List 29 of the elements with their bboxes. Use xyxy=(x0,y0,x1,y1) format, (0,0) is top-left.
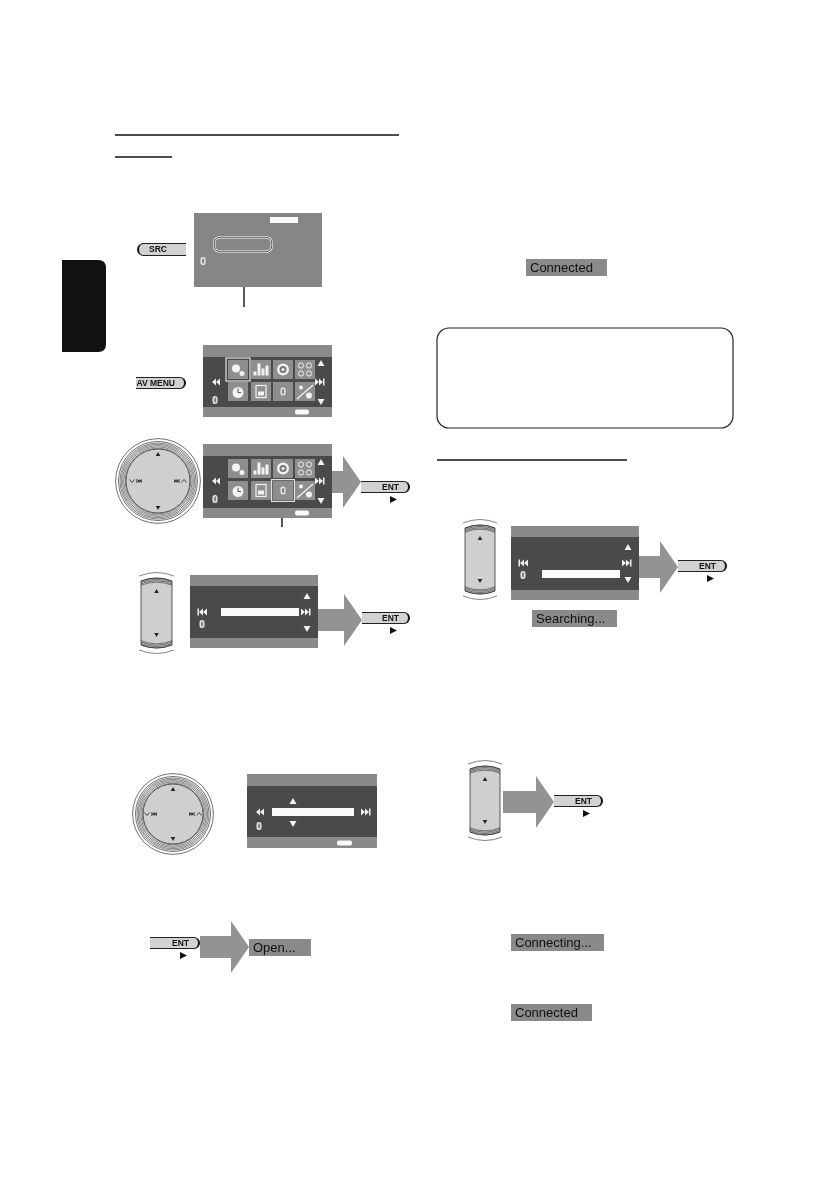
control-dial xyxy=(132,773,214,855)
enter-button: ENT xyxy=(150,937,200,949)
side-tab xyxy=(62,260,106,352)
display-screen xyxy=(247,774,377,848)
status-message: Connecting... xyxy=(511,934,604,951)
display-screen xyxy=(190,575,318,648)
source-button: SRC xyxy=(137,243,186,256)
block-arrow xyxy=(318,594,362,646)
status-message: Open... xyxy=(249,939,311,956)
display-screen xyxy=(511,526,639,600)
enter-button: ENT xyxy=(554,795,603,807)
status-message: Searching... xyxy=(532,610,617,627)
status-message: Connected xyxy=(511,1004,592,1021)
rocker-switch xyxy=(462,518,498,601)
enter-button: ENT xyxy=(361,481,410,493)
control-dial xyxy=(115,438,201,524)
status-message: Connected xyxy=(526,259,607,276)
display-screen xyxy=(203,345,332,417)
block-arrow xyxy=(503,776,554,828)
selection-frame xyxy=(271,479,295,502)
highlight-frame xyxy=(213,236,273,253)
block-arrow xyxy=(200,921,249,973)
block-arrow xyxy=(639,541,678,593)
rocker-switch xyxy=(467,759,503,842)
menu-button: AV MENU xyxy=(136,377,186,389)
enter-button: ENT xyxy=(678,560,727,572)
enter-button: ENT xyxy=(362,612,410,624)
rocker-switch xyxy=(138,571,175,655)
block-arrow xyxy=(332,456,361,508)
